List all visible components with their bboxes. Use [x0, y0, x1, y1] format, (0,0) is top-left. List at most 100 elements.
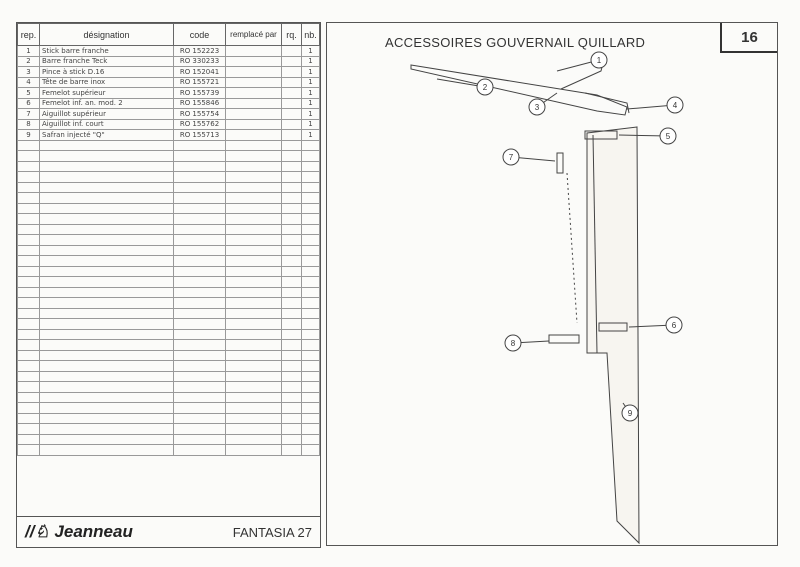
cell-designation [39, 381, 174, 393]
cell-rep [17, 328, 40, 340]
cell-code [173, 370, 226, 382]
cell-remplace [225, 265, 282, 277]
cell-remplace [225, 391, 282, 403]
cell-rq [281, 244, 302, 256]
table-row [17, 381, 320, 393]
cell-nb [301, 202, 320, 214]
cell-nb [301, 370, 320, 382]
table-row [17, 192, 320, 204]
cell-rq [281, 444, 302, 456]
table-row [17, 444, 320, 456]
cell-rep [17, 381, 40, 393]
cell-designation [39, 139, 174, 151]
cell-remplace [225, 360, 282, 372]
cell-code [173, 202, 226, 214]
cell-designation [39, 192, 174, 204]
cell-designation [39, 433, 174, 445]
cell-rep [17, 412, 40, 424]
table-row [17, 255, 320, 267]
cell-designation [39, 150, 174, 162]
cell-remplace [225, 234, 282, 246]
cell-code: RO 155846 [173, 97, 226, 109]
callout-circle [528, 98, 546, 116]
cell-code [173, 213, 226, 225]
header-rep: rep. [17, 23, 40, 46]
cell-rq [281, 433, 302, 445]
cell-rq [281, 87, 302, 99]
cell-code: RO 152223 [173, 45, 226, 57]
cell-code: RO 155739 [173, 87, 226, 99]
cell-rq [281, 265, 302, 277]
cell-remplace [225, 118, 282, 130]
header-rq: rq. [281, 23, 302, 46]
cell-code [173, 265, 226, 277]
cell-rep [17, 150, 40, 162]
cell-nb: 1 [301, 45, 320, 57]
cell-rep [17, 181, 40, 193]
callout-circle [659, 127, 677, 145]
cell-remplace [225, 108, 282, 120]
cell-rep [17, 286, 40, 298]
cell-rq [281, 318, 302, 330]
cell-code [173, 286, 226, 298]
table-row [17, 423, 320, 435]
cell-rq [281, 181, 302, 193]
cell-rq [281, 202, 302, 214]
callout-circle [666, 96, 684, 114]
table-row [17, 370, 320, 382]
table-row [17, 307, 320, 319]
cell-rep: 2 [17, 55, 40, 67]
callout-number: 4 [673, 101, 678, 110]
cell-designation [39, 412, 174, 424]
cell-code [173, 381, 226, 393]
cell-code [173, 297, 226, 309]
cell-rq [281, 66, 302, 78]
cell-rep: 7 [17, 108, 40, 120]
cell-rep: 3 [17, 66, 40, 78]
cell-designation [39, 223, 174, 235]
cell-rep [17, 349, 40, 361]
parts-table: rep. désignation code remplacé par rq. n… [17, 23, 320, 456]
cell-code [173, 412, 226, 424]
callout-number: 5 [666, 132, 671, 141]
cell-rep [17, 402, 40, 414]
cell-nb: 1 [301, 55, 320, 67]
cell-nb [301, 391, 320, 403]
cell-nb: 1 [301, 118, 320, 130]
cell-rep [17, 433, 40, 445]
callout-circle [476, 78, 494, 96]
cell-designation: Tête de barre inox [39, 76, 174, 88]
cell-rep [17, 213, 40, 225]
cell-designation: Femelot inf. an. mod. 2 [39, 97, 174, 109]
table-row [17, 412, 320, 424]
cell-code: RO 155713 [173, 129, 226, 141]
cell-designation [39, 328, 174, 340]
callout-circle [504, 334, 522, 352]
cell-nb [301, 297, 320, 309]
cell-code [173, 318, 226, 330]
cell-rq [281, 391, 302, 403]
table-row [17, 402, 320, 414]
cell-code [173, 276, 226, 288]
table-row [17, 223, 320, 235]
tiller [410, 60, 630, 116]
cell-remplace [225, 171, 282, 183]
header-nb: nb. [301, 23, 320, 46]
cell-remplace [225, 307, 282, 319]
cell-nb [301, 360, 320, 372]
callout-number: 2 [483, 83, 488, 92]
cell-rq [281, 139, 302, 151]
cell-designation [39, 349, 174, 361]
cell-nb [301, 433, 320, 445]
cell-rep [17, 139, 40, 151]
cell-nb [301, 339, 320, 351]
cell-code [173, 339, 226, 351]
callout-circle [502, 148, 520, 166]
cell-nb [301, 213, 320, 225]
cell-remplace [225, 45, 282, 57]
cell-rq [281, 118, 302, 130]
cell-code [173, 433, 226, 445]
